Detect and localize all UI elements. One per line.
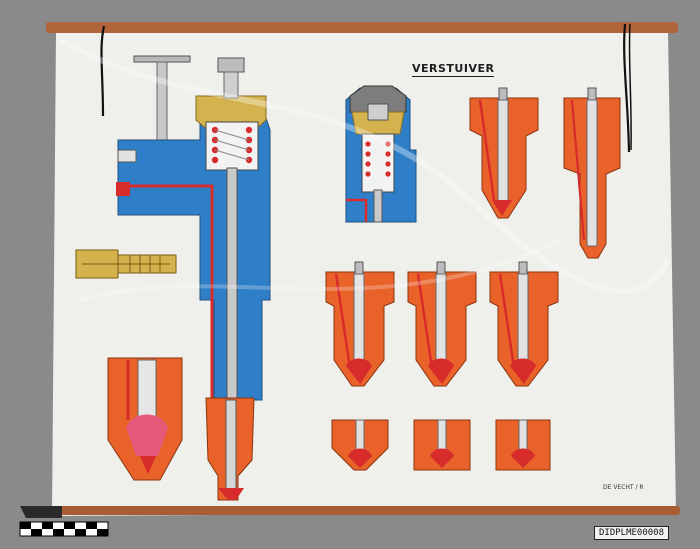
top-roller xyxy=(46,22,678,33)
brass-fitting xyxy=(75,249,177,279)
catalog-id-label: DIDPLME00008 xyxy=(594,526,670,540)
bottom-roller xyxy=(40,506,680,515)
nozzle-mid-3 xyxy=(489,261,559,387)
scale-bar-icon xyxy=(19,521,109,537)
main-injector-assembly xyxy=(116,55,271,501)
nozzle-tip-2 xyxy=(413,419,471,471)
nozzle-tip-1 xyxy=(331,419,389,471)
hanging-string-left xyxy=(100,25,106,117)
poster-title: VERSTUIVER xyxy=(412,62,495,77)
poster-signature: DE VECHT / R xyxy=(603,484,644,491)
hanging-string-right xyxy=(623,23,631,153)
nozzle-mid-1 xyxy=(325,261,395,387)
nozzle-tall-1 xyxy=(469,87,539,219)
nozzle-detail-large xyxy=(107,357,183,481)
plastic-sheen xyxy=(58,37,671,294)
nozzle-tall-2 xyxy=(563,87,621,259)
nozzle-mid-2 xyxy=(407,261,477,387)
injector-small-section xyxy=(345,85,417,223)
roller-end-cap xyxy=(20,506,62,518)
nozzle-tip-3 xyxy=(495,419,551,471)
